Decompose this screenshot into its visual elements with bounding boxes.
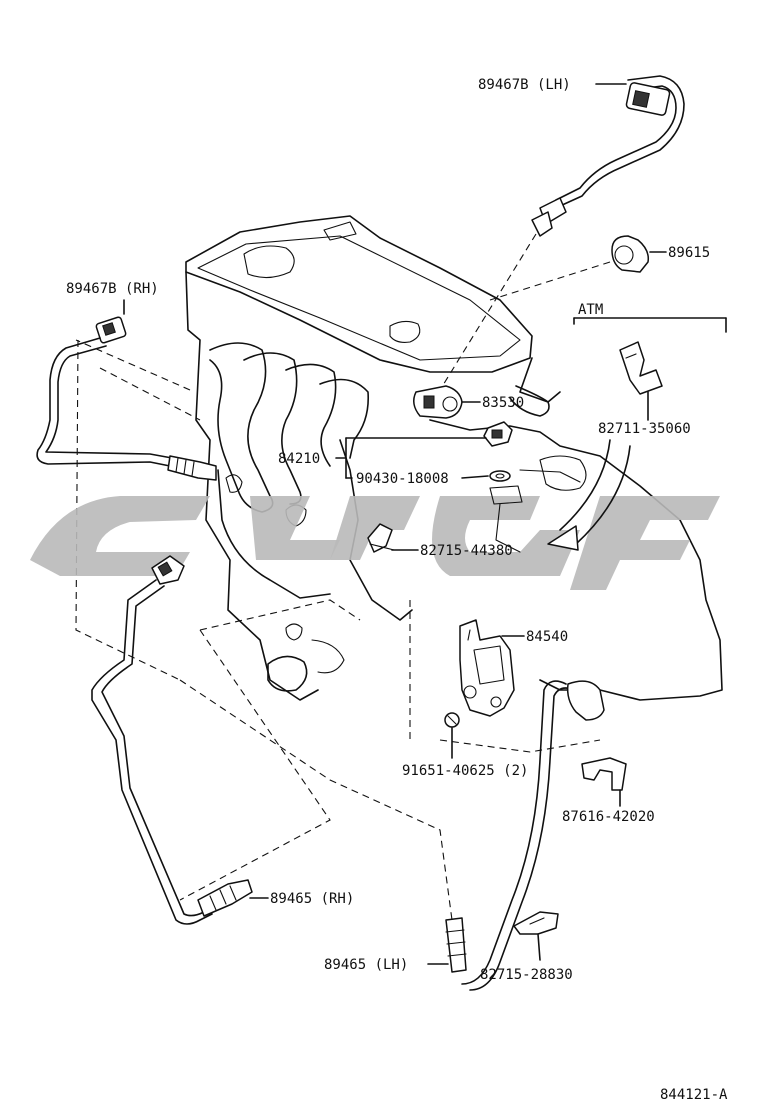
label-82715-44380: 82715-44380 <box>420 543 513 559</box>
clamp-82715-28830 <box>513 911 559 961</box>
sensor-89467b-lh <box>531 75 685 237</box>
label-89467b-rh: 89467B (RH) <box>66 281 159 297</box>
knock-sensor-89615 <box>611 235 667 273</box>
label-89465-rh: 89465 (RH) <box>270 891 354 907</box>
label-83530: 83530 <box>482 395 524 411</box>
pointer-arrow <box>547 439 631 551</box>
clip-82711-35060 <box>619 341 663 421</box>
bolt-91651 <box>444 712 460 759</box>
label-87616-42020: 87616-42020 <box>562 809 655 825</box>
diagram-code: 844121-A <box>660 1087 728 1103</box>
clamp-87616-42020 <box>581 757 627 807</box>
switch-83530 <box>413 385 481 419</box>
label-91651-40625: 91651-40625 (2) <box>402 763 528 779</box>
label-atm: ATM <box>578 302 603 318</box>
atm-bracket <box>573 317 727 333</box>
label-89467b-lh: 89467B (LH) <box>478 77 571 93</box>
switch-84210 <box>335 421 523 553</box>
clamp-82715-44380 <box>367 523 419 553</box>
label-82711-35060: 82711-35060 <box>598 421 691 437</box>
sensor-89465-lh <box>427 680 605 991</box>
label-90430-18008: 90430-18008 <box>356 471 449 487</box>
watermark-logo <box>30 496 720 590</box>
label-82715-28830: 82715-28830 <box>480 967 573 983</box>
sensor-89467b-rh <box>36 299 217 481</box>
sensor-89465-rh <box>91 555 269 925</box>
label-89615: 89615 <box>668 245 710 261</box>
switch-84540 <box>459 619 525 717</box>
label-84210: 84210 <box>278 451 320 467</box>
label-89465-lh: 89465 (LH) <box>324 957 408 973</box>
label-84540: 84540 <box>526 629 568 645</box>
